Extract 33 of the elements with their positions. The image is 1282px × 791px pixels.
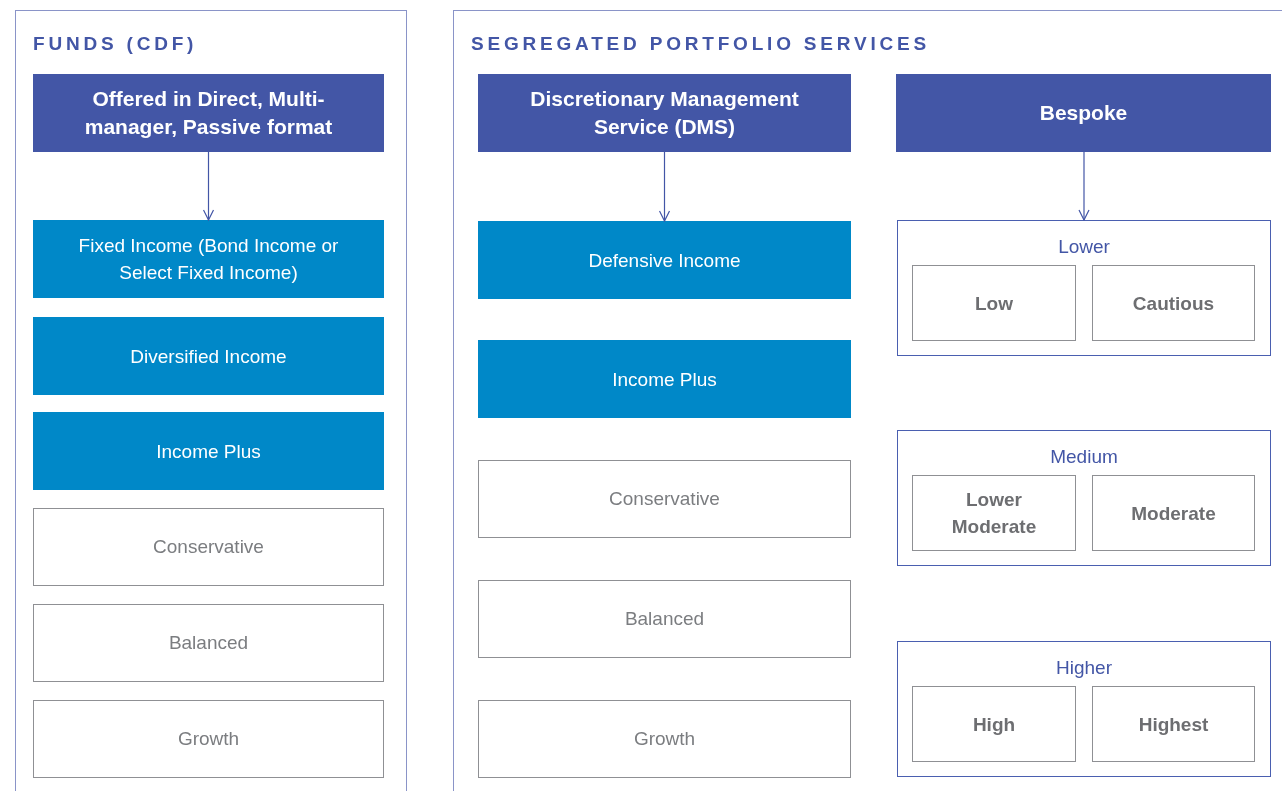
category-box: Fixed Income (Bond Income or Select Fixed Income) <box>33 220 384 298</box>
panel-background <box>15 10 407 791</box>
group-box <box>897 430 1271 566</box>
category-box: Income Plus <box>33 412 384 490</box>
panel-heading: SEGREGATED PORTFOLIO SERVICES <box>471 32 930 56</box>
group-box <box>897 641 1271 777</box>
header-box: Discretionary Management Service (DMS) <box>478 74 851 152</box>
category-box: Balanced <box>478 580 851 658</box>
category-box: Defensive Income <box>478 221 851 299</box>
option-box: Lower Moderate <box>912 475 1076 551</box>
category-box: Balanced <box>33 604 384 682</box>
option-box: High <box>912 686 1076 762</box>
group-box <box>897 220 1271 356</box>
option-box: Moderate <box>1092 475 1255 551</box>
header-box: Offered in Direct, Multi-manager, Passive format <box>33 74 384 152</box>
option-box: Low <box>912 265 1076 341</box>
header-box: Bespoke <box>896 74 1271 152</box>
panel-background <box>453 10 1282 791</box>
category-box: Growth <box>33 700 384 778</box>
option-box: Highest <box>1092 686 1255 762</box>
category-box: Conservative <box>478 460 851 538</box>
group-heading: Higher <box>1055 656 1113 680</box>
category-box: Income Plus <box>478 340 851 418</box>
category-box: Conservative <box>33 508 384 586</box>
category-box: Diversified Income <box>33 317 384 395</box>
group-heading: Lower <box>1057 235 1111 259</box>
panel-heading: FUNDS (CDF) <box>33 32 198 56</box>
group-heading: Medium <box>1049 445 1119 469</box>
category-box: Growth <box>478 700 851 778</box>
arrow <box>202 151 215 221</box>
arrow <box>1078 151 1090 221</box>
option-box: Cautious <box>1092 265 1255 341</box>
arrow <box>658 151 671 222</box>
